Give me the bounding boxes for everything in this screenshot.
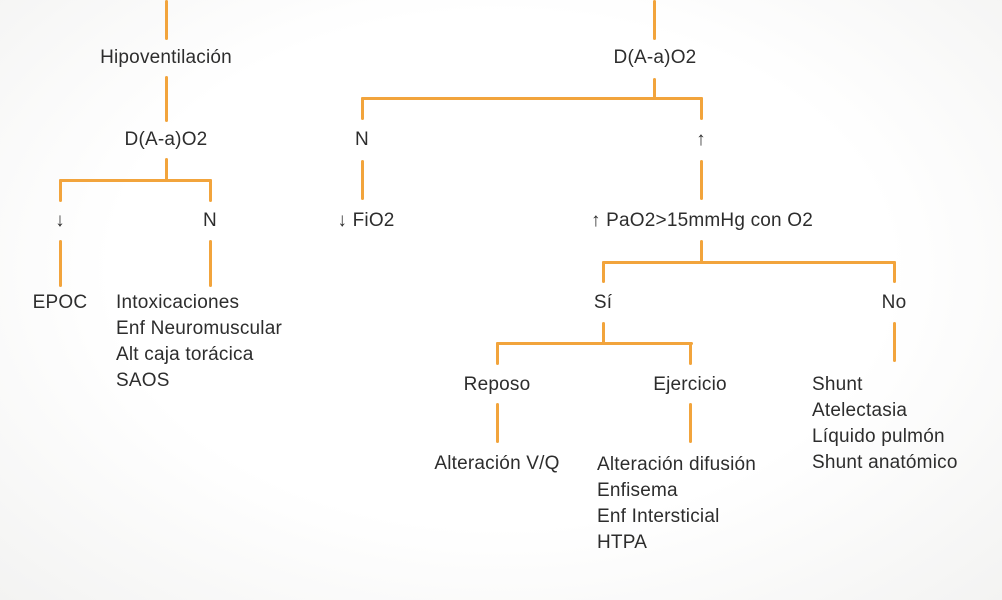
connector-left-branch-bar <box>59 179 212 182</box>
node-fio2-result: ↓ FiO2 <box>337 210 395 231</box>
connector-normal-to-list-left <box>209 240 212 287</box>
list-item: Enf Intersticial <box>597 506 720 527</box>
node-pao2-o2-test: ↑ PaO2>15mmHg con O2 <box>590 210 814 231</box>
list-item: Atelectasia <box>812 400 908 421</box>
connector-right-root-stem <box>653 78 656 99</box>
node-si-condition: Sí <box>593 292 613 313</box>
connector-right-top-stem <box>653 0 656 40</box>
connector-no-to-list <box>893 322 896 362</box>
connector-left-test-stem <box>165 158 168 182</box>
node-gradient-test-left: D(A-a)O2 <box>124 129 208 150</box>
connector-normal-to-fio2 <box>361 160 364 200</box>
connector-left-root-to-test <box>165 76 168 122</box>
connector-rest-drop <box>496 342 499 365</box>
node-arrow-down-condition: ↓ <box>55 210 65 231</box>
connector-right-normal-drop <box>361 97 364 120</box>
list-item: Intoxicaciones <box>116 292 240 313</box>
connector-yes-stem <box>602 322 605 344</box>
connector-rest-to-vq <box>496 403 499 443</box>
list-hypoventilation-causes: Intoxicaciones Enf Neuromuscular Alt caj… <box>116 290 282 394</box>
node-alteracion-vq: Alteración V/Q <box>434 453 560 474</box>
connector-right-branch-bar <box>361 97 703 100</box>
list-item: Alteración difusión <box>597 454 757 475</box>
connector-rest-exercise-bar <box>496 342 693 345</box>
list-item: Líquido pulmón <box>812 426 945 447</box>
list-exercise-causes: Alteración difusión Enfisema Enf Interst… <box>597 452 756 556</box>
connector-exercise-drop <box>689 342 692 365</box>
list-item: Enfisema <box>597 480 678 501</box>
node-n-condition-left: N <box>203 210 217 231</box>
connector-no-drop <box>893 261 896 283</box>
node-reposo-condition: Reposo <box>463 374 531 395</box>
node-arrow-up-condition: ↑ <box>696 129 706 150</box>
connector-pao2-test-stem <box>700 240 703 263</box>
node-gradient-test-right: D(A-a)O2 <box>613 47 697 68</box>
connector-yes-no-bar <box>602 261 896 264</box>
node-epoc: EPOC <box>32 292 88 313</box>
connector-low-to-epoc <box>59 240 62 287</box>
connector-yes-drop <box>602 261 605 283</box>
node-ejercicio-condition: Ejercicio <box>653 374 727 395</box>
connector-left-low-drop <box>59 179 62 202</box>
connector-left-normal-drop <box>209 179 212 202</box>
connector-high-to-pao2-test <box>700 160 703 200</box>
node-no-condition: No <box>881 292 907 313</box>
list-item: Shunt <box>812 374 863 395</box>
list-item: Shunt anatómico <box>812 452 958 473</box>
connector-right-high-drop <box>700 97 703 120</box>
list-shunt-causes: Shunt Atelectasia Líquido pulmón Shunt a… <box>812 372 958 476</box>
connector-exercise-to-list <box>689 403 692 443</box>
list-item: HTPA <box>597 532 648 553</box>
list-item: SAOS <box>116 370 170 391</box>
node-n-condition-right: N <box>355 129 369 150</box>
node-hipoventilacion: Hipoventilación <box>100 47 232 68</box>
connector-left-top-stem <box>165 0 168 40</box>
list-item: Alt caja torácica <box>116 344 254 365</box>
list-item: Enf Neuromuscular <box>116 318 283 339</box>
